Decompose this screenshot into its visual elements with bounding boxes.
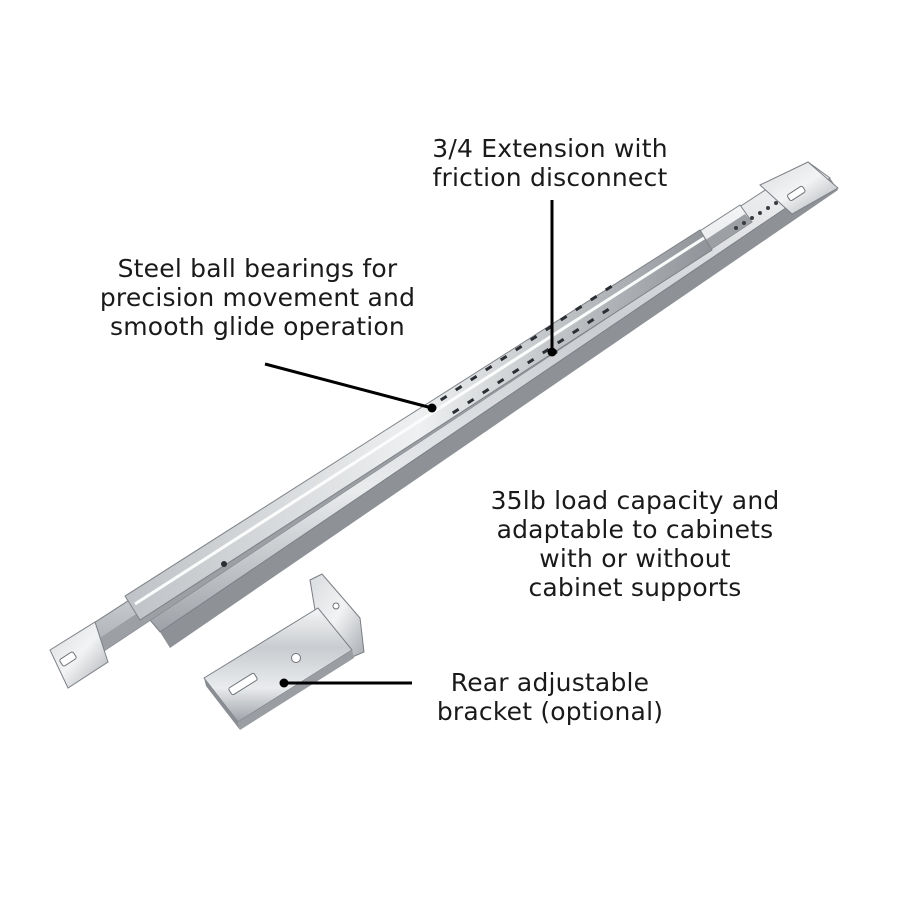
bracket-slot [228,672,258,696]
callout-extension-line: friction disconnect [432,163,668,192]
bracket-hole [291,653,301,663]
bracket-hole [332,602,340,610]
callout-load-line: with or without [539,544,731,573]
front-mount-slot [59,651,77,667]
leader-line-bearings [264,362,433,410]
leader-dot-rear-bracket [279,678,289,688]
callout-load-line: 35lb load capacity and [490,486,780,515]
callout-rear-bracket: Rear adjustable bracket (optional) [400,668,700,726]
leader-dot-bearings [427,403,437,413]
leader-dot-extension [547,347,557,357]
outer-rail [160,178,838,648]
adjustment-holes [734,201,778,230]
callout-load-line: cabinet supports [528,573,742,602]
callout-load-capacity: 35lb load capacity and adaptable to cabi… [440,486,830,602]
leader-lines [264,200,557,688]
rear-mount-slot [787,185,806,201]
callout-extension-line: 3/4 Extension with [432,134,668,163]
slide-rail [49,161,839,689]
middle-member-highlight [134,236,705,606]
rear-bracket [203,573,365,730]
callout-extension: 3/4 Extension with friction disconnect [395,134,705,192]
callout-bearings-line: smooth glide operation [110,312,405,341]
callout-load-line: adaptable to cabinets [496,515,774,544]
bracket-plate-edge [204,678,240,730]
callout-rear-bracket-line: bracket (optional) [436,697,664,726]
ball-bearing-row [439,284,613,415]
callout-bearings: Steel ball bearings for precision moveme… [60,254,455,341]
inner-rail-end [49,621,109,689]
screw-hole [221,561,227,567]
callout-bearings-line: Steel ball bearings for [117,254,398,283]
callout-rear-bracket-line: Rear adjustable [450,668,650,697]
bracket-plate-edge [238,650,354,730]
callout-bearings-line: precision movement and [99,283,416,312]
